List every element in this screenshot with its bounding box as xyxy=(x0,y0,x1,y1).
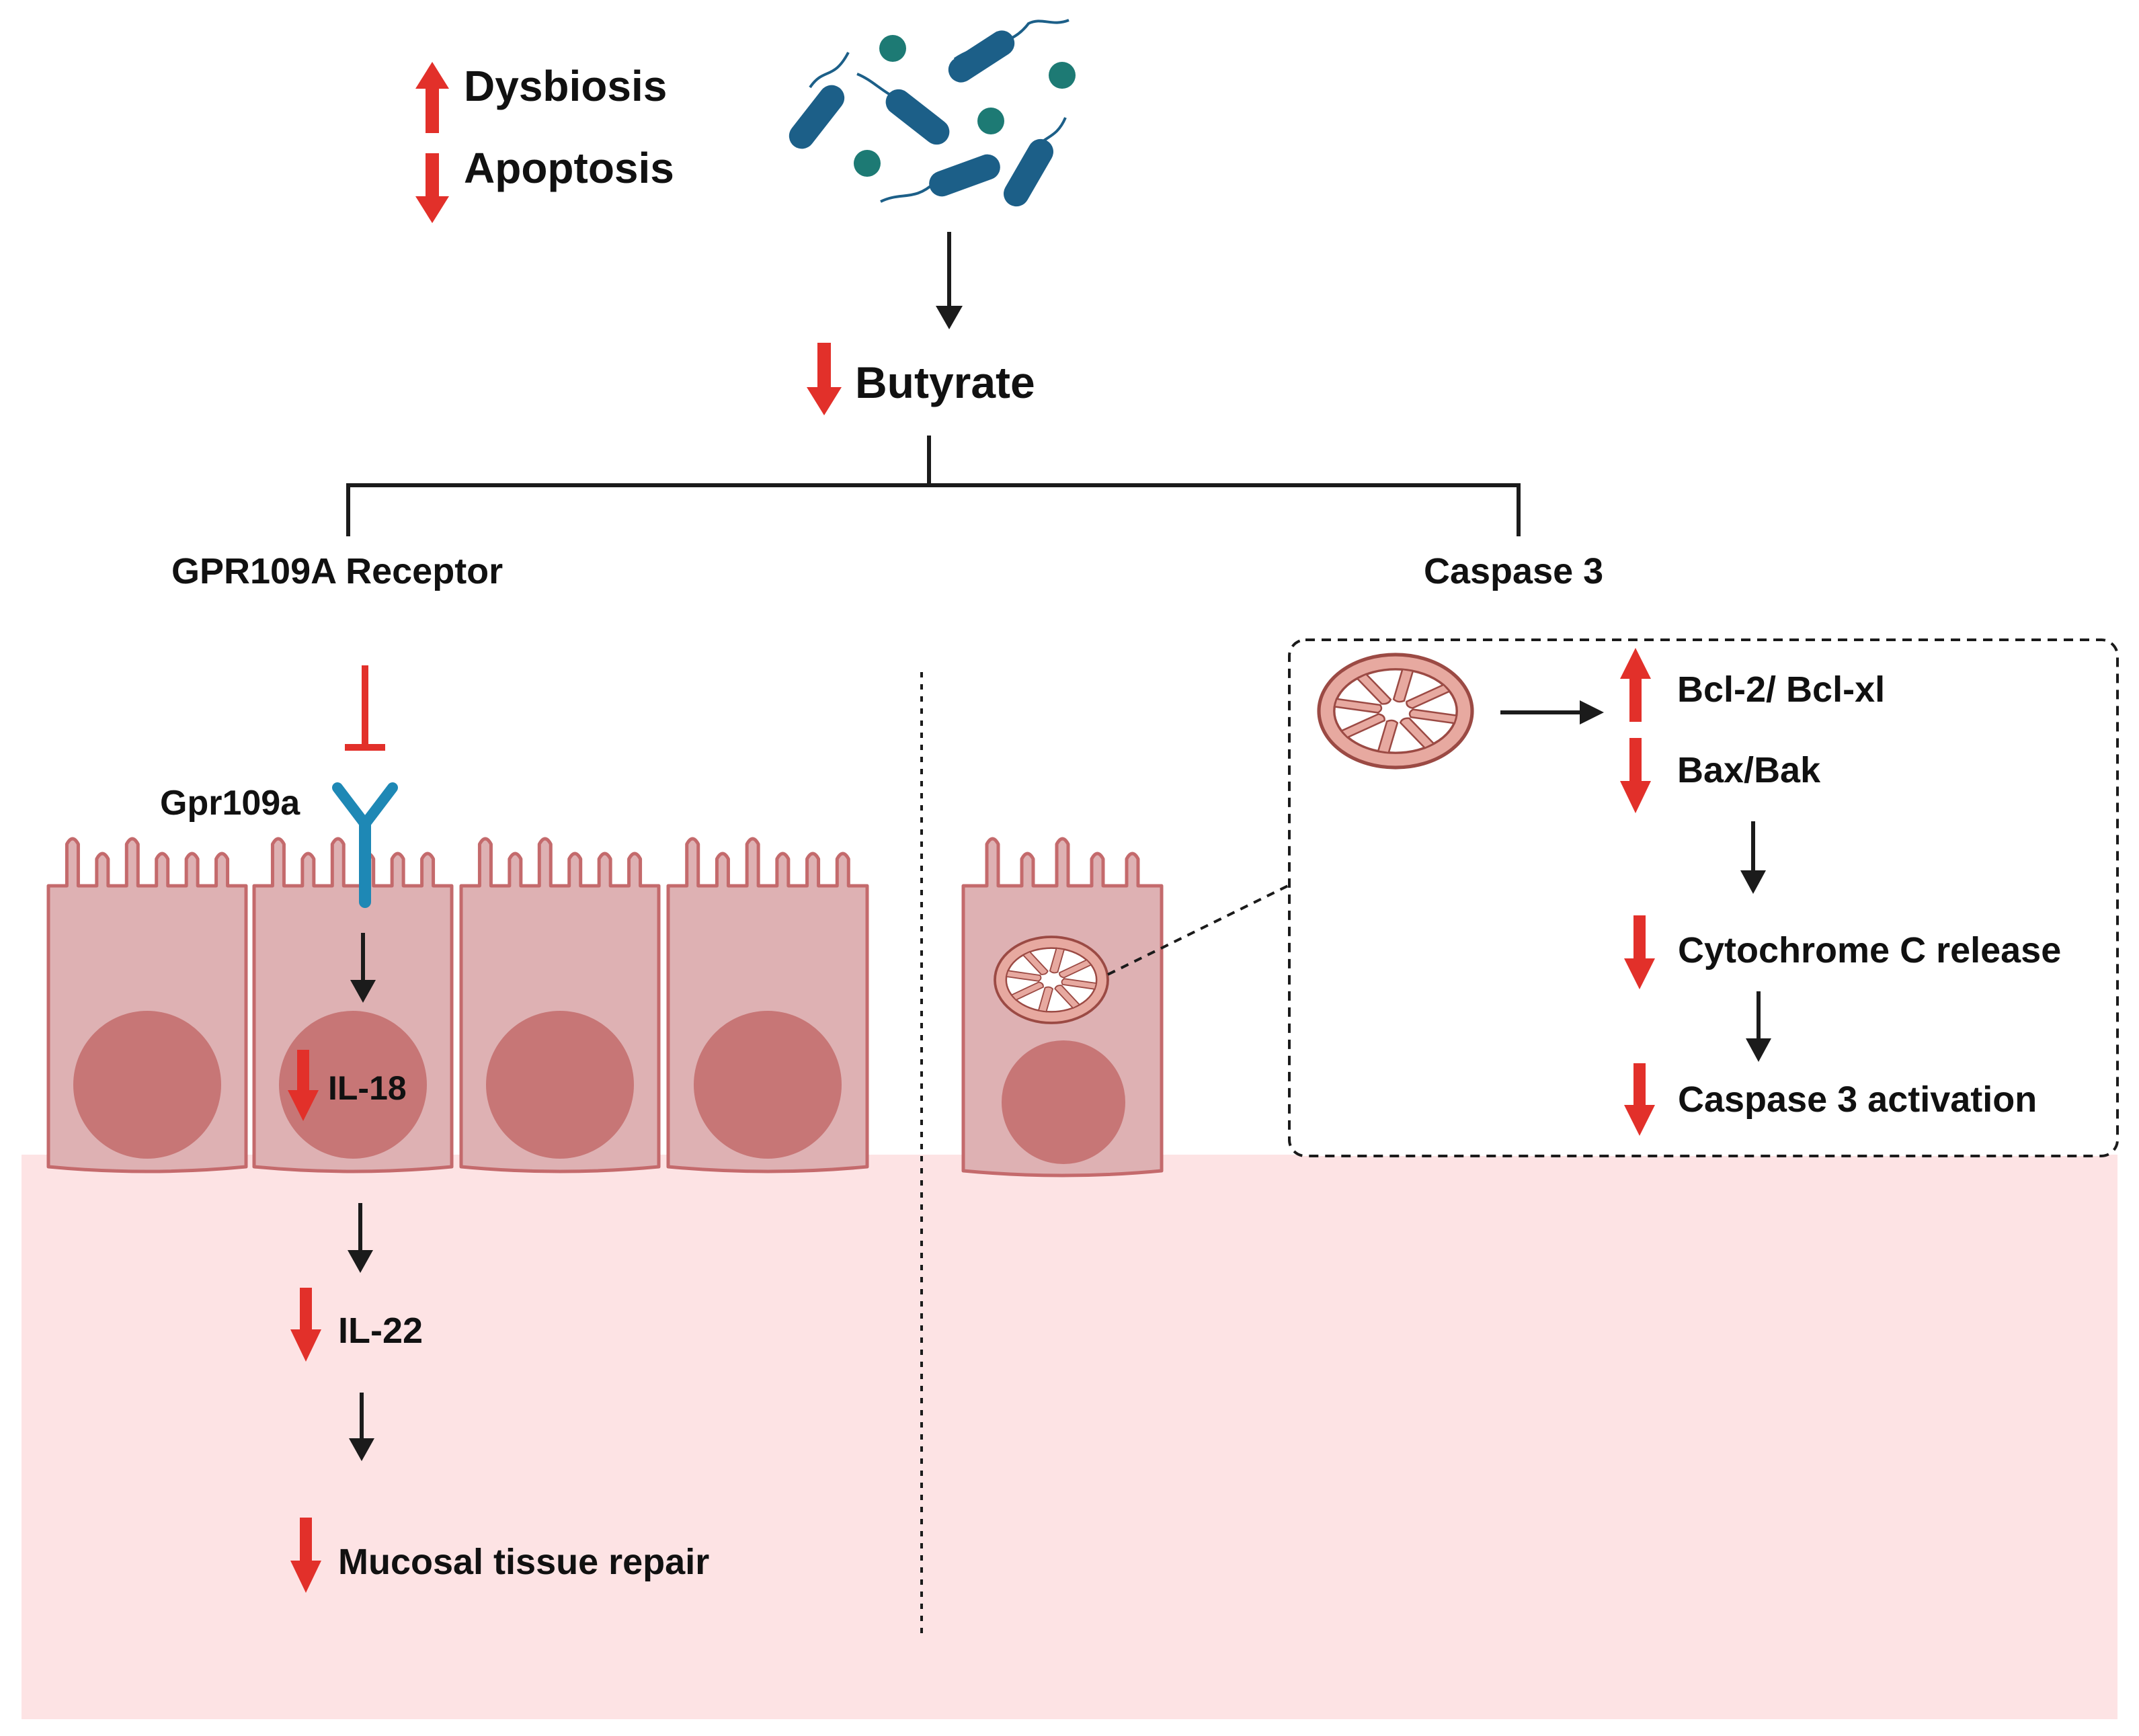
cell-nucleus xyxy=(694,1011,842,1159)
legend-dysbiosis-label: Dysbiosis xyxy=(464,62,667,110)
cytc-to-caspase-arrowhead xyxy=(1746,1038,1771,1062)
zoom-connector-line xyxy=(1107,883,1291,976)
bcl2-label: Bcl-2/ Bcl-xl xyxy=(1677,669,1885,710)
bacteria-cluster-icon xyxy=(789,19,1076,207)
bacteria-to-butyrate-arrowhead xyxy=(936,306,963,329)
il22-down-arrow-icon xyxy=(290,1288,321,1362)
butyrate-label: Butyrate xyxy=(855,358,1035,407)
epithelial-cells-group xyxy=(46,837,869,1173)
red-up-arrow-icon xyxy=(415,62,449,133)
cell-nucleus xyxy=(73,1011,221,1159)
repair-down-arrow-icon xyxy=(290,1518,321,1593)
bax-bak-label: Bax/Bak xyxy=(1677,750,1821,790)
mitochondrion-icon xyxy=(994,936,1109,1024)
cytochrome-c-label: Cytochrome C release xyxy=(1678,930,2061,970)
epithelial-cell xyxy=(252,837,454,1173)
mucosal-repair-label: Mucosal tissue repair xyxy=(338,1542,709,1582)
caspase3-title: Caspase 3 xyxy=(1424,551,1603,591)
lamina-propria-background xyxy=(22,1155,2117,1719)
cell-nucleus xyxy=(279,1011,427,1159)
inhibition-icon xyxy=(345,665,385,751)
mitochondrial-pathway-box xyxy=(1288,638,2119,1157)
gpr109a-label: Gpr109a xyxy=(160,784,300,823)
cytc-down-arrow-icon xyxy=(1624,915,1655,989)
il18-down-arrow-icon xyxy=(288,1050,319,1121)
il18-to-il22-arrowhead xyxy=(348,1250,373,1273)
mitochondrion-zoom-icon xyxy=(1317,653,1474,770)
legend: Dysbiosis Apoptosis xyxy=(415,62,674,223)
receptor-to-il18-arrowhead xyxy=(350,980,376,1003)
epithelial-cell xyxy=(46,837,248,1173)
bcl-up-arrow-icon xyxy=(1620,648,1651,722)
il22-label: IL-22 xyxy=(338,1311,423,1351)
branch-bracket xyxy=(346,436,1521,536)
il18-label: IL-18 xyxy=(328,1069,407,1107)
caspase3-activation-label: Caspase 3 activation xyxy=(1678,1079,2037,1120)
butyrate-down-arrow-icon xyxy=(807,343,842,415)
gpr109a-receptor-icon xyxy=(332,782,398,908)
gpr109a-receptor-title: GPR109A Receptor xyxy=(171,551,503,591)
il22-to-repair-arrowhead xyxy=(349,1438,374,1461)
mito-to-bcl-arrowhead xyxy=(1580,700,1604,725)
epithelial-cell xyxy=(459,837,661,1173)
bax-to-cytc-arrowhead xyxy=(1740,870,1766,894)
cell-nucleus xyxy=(486,1011,634,1159)
cell-nucleus xyxy=(1002,1040,1125,1164)
red-down-arrow-icon xyxy=(415,153,449,223)
caspase-down-arrow-icon xyxy=(1624,1063,1655,1136)
legend-apoptosis-label: Apoptosis xyxy=(464,144,674,192)
epithelial-cell xyxy=(666,837,869,1173)
bax-down-arrow-icon xyxy=(1620,738,1651,813)
